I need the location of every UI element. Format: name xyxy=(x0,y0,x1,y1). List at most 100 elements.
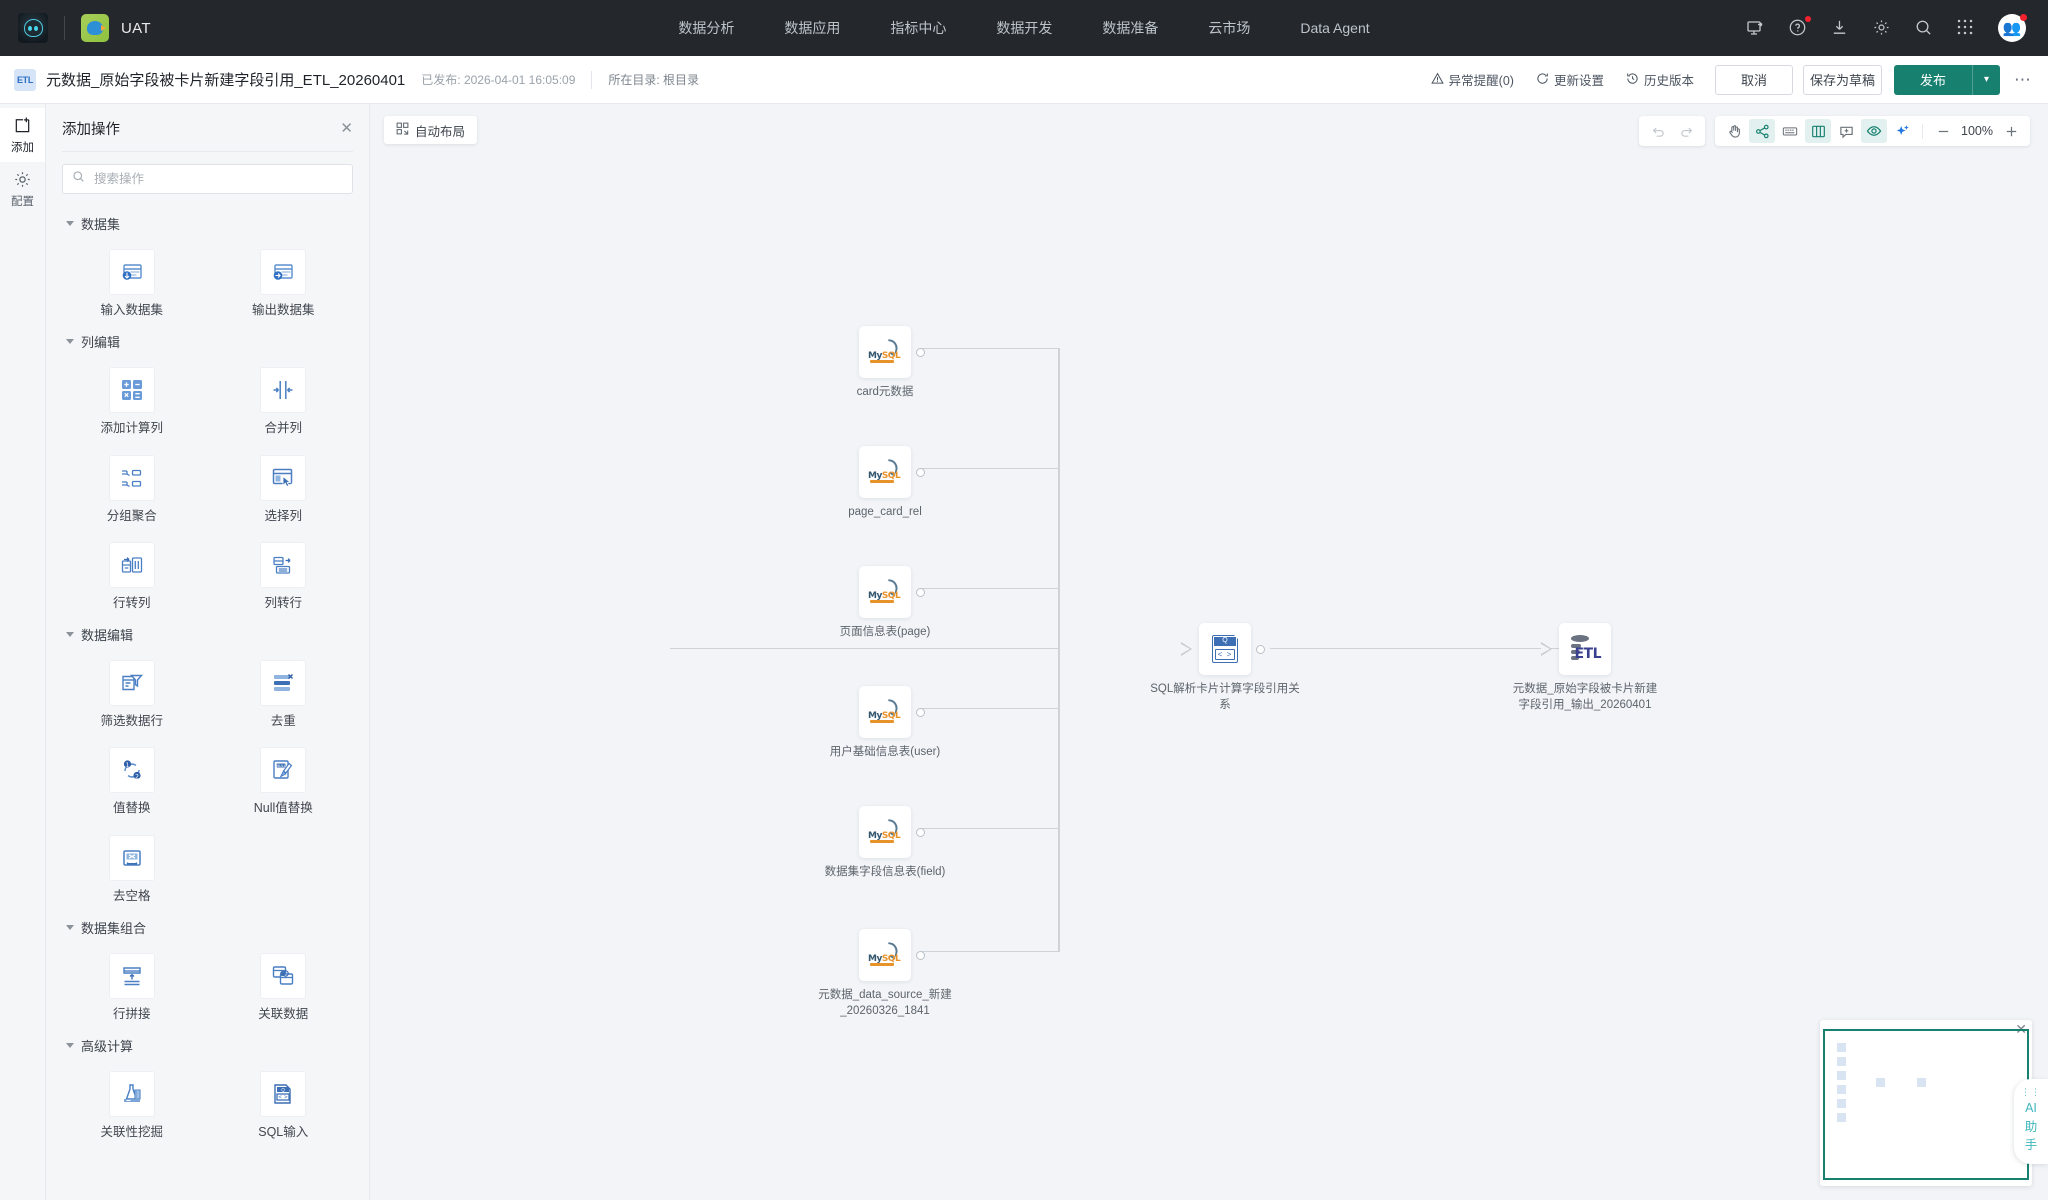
zoom-in-button[interactable] xyxy=(1998,119,2024,143)
cancel-button[interactable]: 取消 xyxy=(1714,64,1793,95)
download-icon[interactable] xyxy=(1830,18,1850,38)
tile-output-dataset[interactable]: 输出数据集 xyxy=(208,243,360,322)
edge-n4 xyxy=(922,707,1060,709)
group-header-dataset[interactable]: 数据集 xyxy=(46,204,369,237)
tile-row-append[interactable]: 行拼接 xyxy=(56,947,208,1026)
hand-pan-icon[interactable] xyxy=(1721,119,1747,143)
gear-icon[interactable] xyxy=(1872,18,1892,38)
tile-group-aggregate[interactable]: 分组聚合 xyxy=(56,449,208,528)
group-header-advanced[interactable]: 高级计算 xyxy=(46,1026,369,1059)
tile-null-replace[interactable]: NULL Null值替换 xyxy=(208,741,360,820)
flow-node[interactable]: MySQL 用户基础信息表(user) xyxy=(830,686,940,761)
nav-item-shujufenxi[interactable]: 数据分析 xyxy=(678,20,735,36)
columns-view-icon[interactable] xyxy=(1805,119,1831,143)
grid-apps-icon[interactable] xyxy=(1956,18,1976,38)
node-output-port[interactable] xyxy=(916,467,925,477)
comment-icon[interactable] xyxy=(1833,119,1859,143)
flow-node[interactable]: MySQL card元数据 xyxy=(857,326,925,401)
auto-layout-button[interactable]: 自动布局 xyxy=(384,116,478,144)
sparkle-ai-icon[interactable] xyxy=(1889,119,1915,143)
node-box[interactable]: ETL xyxy=(1559,623,1611,675)
node-box[interactable]: MySQL xyxy=(859,686,911,738)
group-header-column-edit[interactable]: 列编辑 xyxy=(46,322,369,355)
exception-alert-button[interactable]: 异常提醒(0) xyxy=(1420,70,1525,89)
tile-input-dataset[interactable]: 输入数据集 xyxy=(56,243,208,322)
nav-item-data-agent[interactable]: Data Agent xyxy=(1300,20,1370,36)
search-icon[interactable] xyxy=(1914,18,1934,38)
flow-node[interactable]: MySQL page_card_rel xyxy=(848,446,925,521)
panel-title: 添加操作 xyxy=(62,122,120,138)
rail-item-config-label: 配置 xyxy=(11,195,34,208)
tile-trim-space[interactable]: 去空格 xyxy=(56,829,208,908)
flow-node[interactable]: MySQL 页面信息表(page) xyxy=(840,566,930,641)
group-header-dataset-combine[interactable]: 数据集组合 xyxy=(46,908,369,941)
search-input[interactable] xyxy=(92,171,343,187)
tile-add-calculated-column[interactable]: 添加计算列 xyxy=(56,361,208,440)
panel-body[interactable]: 数据集 输入数据集 xyxy=(46,200,369,1200)
tile-select-column[interactable]: 选择列 xyxy=(208,449,360,528)
node-box[interactable]: MySQL xyxy=(859,446,911,498)
zoom-out-button[interactable] xyxy=(1930,119,1956,143)
redo-icon[interactable] xyxy=(1673,119,1699,143)
publish-dropdown-button[interactable]: ▾ xyxy=(1972,64,2000,95)
nav-item-zhibiaozhongxin[interactable]: 指标中心 xyxy=(890,20,947,36)
save-draft-button[interactable]: 保存为草稿 xyxy=(1802,64,1882,95)
grip-dots-icon: ⋮⋮ xyxy=(2021,1087,2041,1098)
close-icon[interactable]: ✕ xyxy=(340,120,353,137)
mysql-icon: MySQL xyxy=(868,941,902,966)
node-box[interactable]: MySQL xyxy=(859,326,911,378)
node-output-port[interactable] xyxy=(916,827,925,837)
caret-down-icon xyxy=(66,924,74,930)
share-nodes-icon[interactable] xyxy=(1749,119,1775,143)
monitor-share-icon[interactable] xyxy=(1746,18,1766,38)
flow-node[interactable]: MySQL 元数据_data_source_新建_20260326_1841 xyxy=(818,929,952,1019)
rail-item-add[interactable]: 添加 xyxy=(0,108,45,162)
more-options-icon[interactable]: ⋯ xyxy=(2014,69,2032,89)
toolbar-divider xyxy=(1922,123,1923,139)
nav-item-shujuyingyong[interactable]: 数据应用 xyxy=(784,20,841,36)
flow-node[interactable]: MySQL 数据集字段信息表(field) xyxy=(825,806,945,881)
nav-item-shujuzhunbei[interactable]: 数据准备 xyxy=(1102,20,1159,36)
node-output-port[interactable] xyxy=(1256,644,1265,654)
tile-merge-columns[interactable]: 合并列 xyxy=(208,361,360,440)
tile-dedupe[interactable]: 去重 xyxy=(208,654,360,733)
eye-icon[interactable] xyxy=(1861,119,1887,143)
node-box[interactable]: MySQL xyxy=(859,806,911,858)
robot-logo-icon[interactable] xyxy=(18,13,48,43)
notification-dot xyxy=(1805,16,1811,22)
rail-item-config[interactable]: 配置 xyxy=(0,162,45,216)
minimap[interactable]: ✕ xyxy=(1820,1020,2032,1186)
node-output-port[interactable] xyxy=(916,707,925,717)
minimap-viewport[interactable] xyxy=(1823,1029,2029,1180)
tile-columns-to-rows[interactable]: 列转行 xyxy=(208,536,360,615)
node-box[interactable]: < > xyxy=(1199,623,1251,675)
undo-icon[interactable] xyxy=(1645,119,1671,143)
nav-item-yunshichang[interactable]: 云市场 xyxy=(1208,20,1251,36)
tile-filter-rows[interactable]: 筛选数据行 xyxy=(56,654,208,733)
tile-sql-input[interactable]: Q < > SQL输入 xyxy=(208,1065,360,1144)
tile-rows-to-columns[interactable]: 行转列 xyxy=(56,536,208,615)
flow-node[interactable]: < > SQL解析卡片计算字段引用关系 xyxy=(1150,623,1300,713)
group-name-data-edit: 数据编辑 xyxy=(81,628,134,643)
node-output-port[interactable] xyxy=(916,950,925,960)
tile-value-replace[interactable]: 1 2 值替换 xyxy=(56,741,208,820)
update-settings-button[interactable]: 更新设置 xyxy=(1525,70,1615,89)
node-output-port[interactable] xyxy=(916,347,925,357)
avatar[interactable]: 👥 xyxy=(1998,14,2027,42)
history-version-button[interactable]: 历史版本 xyxy=(1615,70,1705,89)
nav-item-shujukaifa[interactable]: 数据开发 xyxy=(996,20,1053,36)
flow-canvas[interactable]: 自动布局 xyxy=(370,104,2048,1200)
flow-node[interactable]: ETL 元数据_原始字段被卡片新建字段引用_输出_20260401 xyxy=(1513,623,1657,713)
node-box[interactable]: MySQL xyxy=(859,929,911,981)
publish-button[interactable]: 发布 xyxy=(1893,64,1972,95)
tile-join-data[interactable]: 关联数据 xyxy=(208,947,360,1026)
help-circle-icon[interactable] xyxy=(1788,16,1811,38)
keyboard-icon[interactable] xyxy=(1777,119,1803,143)
mysql-icon: MySQL xyxy=(868,578,902,603)
tile-association-mining[interactable]: 关联性挖掘 xyxy=(56,1065,208,1144)
search-box[interactable] xyxy=(62,164,353,194)
group-header-data-edit[interactable]: 数据编辑 xyxy=(46,615,369,648)
node-box[interactable]: MySQL xyxy=(859,566,911,618)
ai-assistant-tab[interactable]: ⋮⋮ AI 助 手 xyxy=(2014,1079,2048,1164)
node-output-port[interactable] xyxy=(916,587,925,597)
